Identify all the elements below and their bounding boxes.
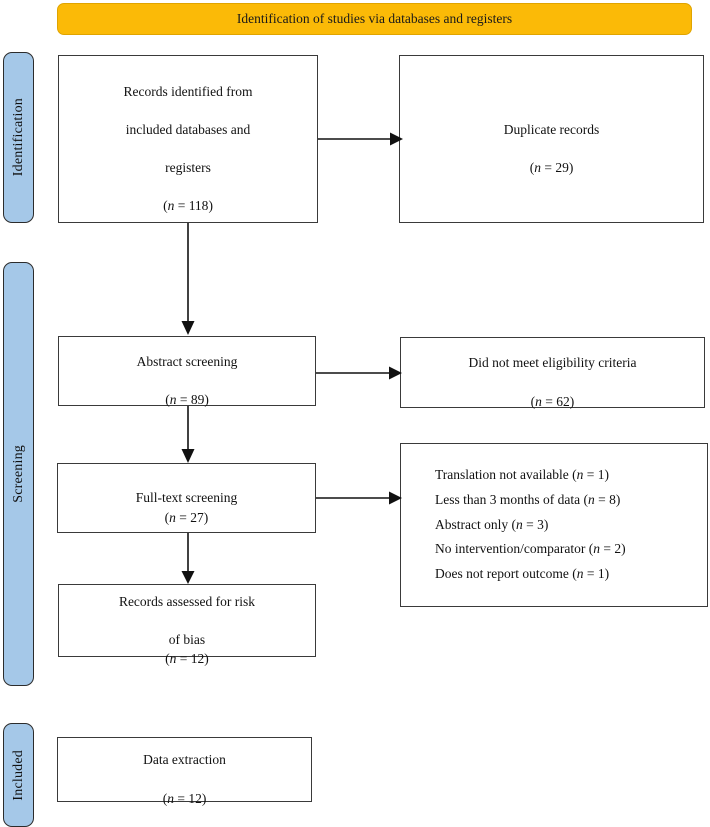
arrow-fulltext-to-exclusion-reasons [316, 491, 402, 505]
arrow-records-to-abstract-screening [181, 223, 195, 335]
stage-bar-identification: Identification [3, 52, 34, 223]
exclusion-reason-count-value: 3 [537, 516, 544, 532]
exclusion-reason-item: Abstract only (n = 3) [435, 516, 549, 532]
duplicate-records-count-value: 29 [555, 160, 569, 176]
arrow-abstract-to-fulltext-screening [181, 406, 195, 463]
risk-of-bias-line2: of bias [168, 632, 206, 648]
identification-banner: Identification of studies via databases … [57, 3, 692, 35]
abstract-screening-count: (n = 89) [165, 392, 209, 408]
box-duplicate-records: Duplicate records (n = 29) [399, 55, 704, 223]
exclusion-reason-item: No intervention/comparator (n = 2) [435, 541, 626, 557]
banner-title: Identification of studies via databases … [236, 10, 513, 26]
fulltext-screening-line1: Full-text screening [135, 490, 238, 506]
arrow-records-to-duplicates [318, 132, 403, 146]
box-abstract-screening-text: Abstract screening (n = 89) [127, 333, 248, 410]
exclusion-reason-count-value: 2 [614, 541, 622, 557]
risk-of-bias-line1: Records assessed for risk [118, 593, 256, 609]
not-eligible-count: (n = 62) [530, 393, 575, 409]
box-did-not-meet-eligibility-text: Did not meet eligibility criteria (n = 6… [459, 334, 647, 411]
exclusion-reason-count-value: 1 [597, 466, 605, 482]
records-identified-count-value: 118 [188, 198, 209, 214]
box-fulltext-screening: Full-text screening (n = 27) [57, 463, 316, 533]
records-identified-line2: included databases and [125, 121, 251, 137]
not-eligible-count-value: 62 [556, 393, 570, 409]
exclusion-reason-item: Does not report outcome (n = 1) [435, 566, 610, 582]
arrow-abstract-screening-to-not-eligible [316, 366, 402, 380]
box-records-assessed-risk-of-bias: Records assessed for risk of bias (n = 1… [58, 584, 316, 666]
box-fulltext-screening-text: Full-text screening (n = 27) [126, 469, 248, 526]
records-identified-line1: Records identified from [123, 83, 253, 99]
fulltext-screening-count: (n = 27) [164, 509, 209, 525]
box-duplicate-records-text: Duplicate records (n = 29) [494, 101, 610, 178]
stage-bar-identification-label: Identification [10, 98, 26, 177]
stage-bar-included-label: Included [10, 749, 26, 801]
exclusion-reason-count-label: n [576, 466, 584, 482]
stage-bar-screening: Screening [3, 262, 34, 686]
data-extraction-count: (n = 12) [162, 790, 207, 806]
stage-bar-screening-label: Screening [10, 445, 26, 503]
box-exclusion-reasons: Translation not available (n = 1) Less th… [400, 443, 708, 607]
abstract-screening-count-value: 89 [190, 392, 205, 408]
data-extraction-count-value: 12 [188, 790, 202, 806]
exclusion-reason-item: Less than 3 months of data (n = 8) [435, 491, 621, 507]
stage-bar-included: Included [3, 723, 34, 827]
exclusion-reason-item: Translation not available (n = 1) [435, 466, 609, 482]
data-extraction-line1: Data extraction [143, 752, 226, 768]
box-records-identified: Records identified from included databas… [58, 55, 318, 223]
exclusion-reason-text: Does not report outcome [435, 566, 573, 582]
risk-of-bias-count-value: 12 [190, 651, 205, 667]
box-data-extraction: Data extraction (n = 12) [57, 737, 312, 806]
exclusion-reasons-list: Translation not available (n = 1) Less th… [401, 463, 707, 588]
arrow-fulltext-to-risk-of-bias [181, 533, 195, 584]
fulltext-screening-count-value: 27 [190, 509, 204, 525]
box-records-identified-text: Records identified from included databas… [114, 62, 263, 215]
exclusion-reason-count-label: n [516, 516, 523, 532]
exclusion-reason-count-value: 8 [609, 491, 616, 507]
not-eligible-line1: Did not meet eligibility criteria [468, 355, 637, 371]
box-abstract-screening: Abstract screening (n = 89) [58, 336, 316, 407]
exclusion-reason-text: Less than 3 months of data [435, 491, 584, 507]
abstract-screening-line1: Abstract screening [136, 353, 238, 369]
exclusion-reason-count-label: n [576, 566, 584, 582]
box-risk-of-bias-text: Records assessed for risk of bias (n = 1… [109, 573, 265, 669]
records-identified-line3: registers [165, 160, 211, 176]
exclusion-reason-text: Abstract only [435, 516, 512, 532]
box-did-not-meet-eligibility: Did not meet eligibility criteria (n = 6… [400, 334, 705, 411]
exclusion-reason-count-label: n [593, 541, 600, 557]
exclusion-reason-text: Translation not available [435, 466, 573, 482]
duplicate-records-count: (n = 29) [529, 160, 574, 176]
risk-of-bias-count: (n = 12) [165, 651, 209, 667]
exclusion-reason-text: No intervention/comparator [435, 541, 589, 557]
box-data-extraction-text: Data extraction (n = 12) [133, 731, 236, 808]
exclusion-reason-count-label: n [587, 491, 595, 507]
exclusion-reason-count-value: 1 [597, 566, 605, 582]
duplicate-records-line1: Duplicate records [503, 121, 600, 137]
records-identified-count: (n = 118) [163, 198, 213, 214]
